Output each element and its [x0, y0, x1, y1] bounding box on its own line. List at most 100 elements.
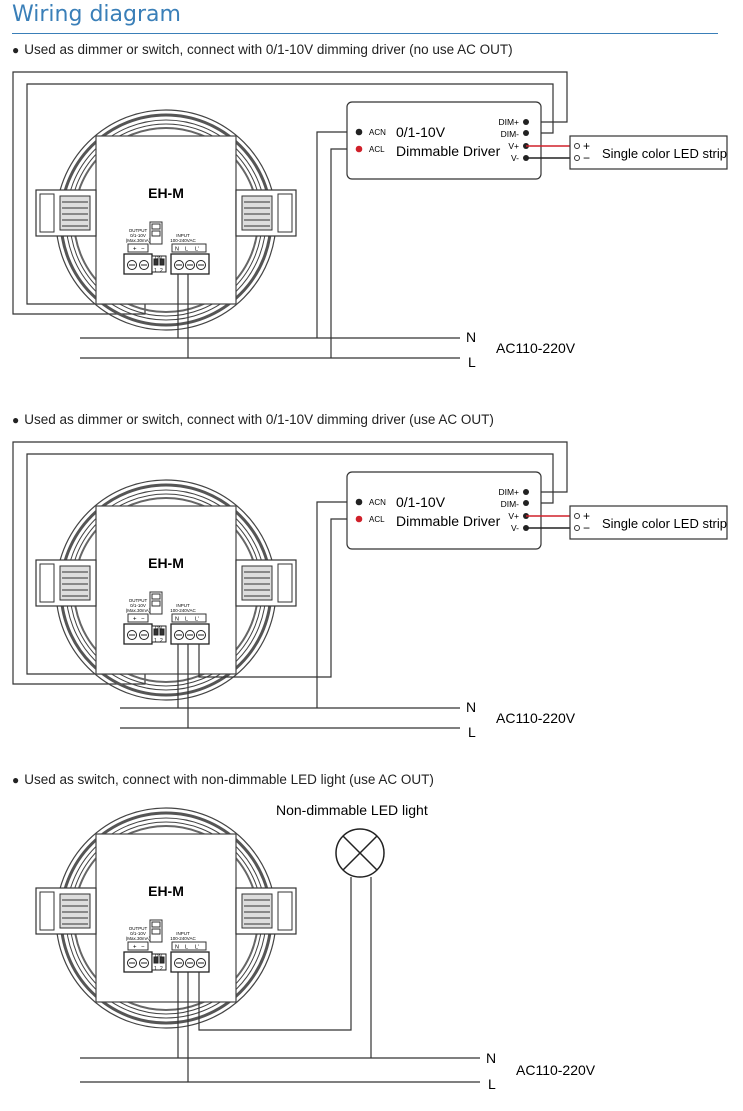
terminal-label-plus: + — [133, 617, 137, 623]
device-model: EH-M — [148, 555, 184, 571]
driver-v-plus: V+ — [508, 141, 519, 151]
terminal-label-minus: − — [141, 247, 145, 253]
terminal-label-n: N — [175, 247, 179, 253]
bullet-icon: ● — [12, 43, 20, 57]
dip-on-label: ON — [155, 255, 162, 260]
strip-label: Single color LED strip — [602, 516, 727, 531]
driver-acl: ACL — [369, 515, 385, 524]
wiring-diagram-2: EH-M OUTPUT 0/1-10V (Max.30mA) INPUT 100… — [12, 441, 728, 740]
driver-dim-plus: DIM+ — [498, 487, 519, 497]
output-spec: 0/1-10V — [130, 931, 146, 936]
page-title: Wiring diagram — [12, 2, 181, 27]
driver-box — [346, 101, 542, 180]
output-max: (Max.30mA) — [126, 238, 151, 243]
eh-m-device: EH-M OUTPUT 0/1-10V (Max.30mA) INPUT 100… — [35, 479, 297, 701]
bullet-icon: ● — [12, 773, 20, 787]
wiring-diagram-3: Non-dimmable LED light EH-M OUTPUT 0/1 — [35, 802, 596, 1092]
led-strip-box — [569, 505, 728, 540]
caption-text: Used as dimmer or switch, connect with 0… — [24, 412, 494, 427]
left-clip — [35, 887, 97, 935]
strip-plus: + — [583, 139, 590, 153]
dip-switch-block — [149, 221, 163, 245]
input-label: INPUT — [176, 931, 190, 936]
mains-voltage: AC110-220V — [496, 710, 576, 726]
dip-2: 2 — [160, 966, 163, 972]
input-spec: 100-240VAC — [170, 238, 196, 243]
mains-l-label: L — [468, 354, 476, 370]
terminal-blocks — [123, 623, 210, 645]
led-strip-box — [569, 135, 728, 170]
right-clip — [235, 887, 297, 935]
driver-line2: Dimmable Driver — [396, 143, 501, 159]
acl-terminal — [355, 145, 363, 153]
output-spec: 0/1-10V — [130, 233, 146, 238]
input-label: INPUT — [176, 603, 190, 608]
mains-l-label: L — [468, 724, 476, 740]
left-clip — [35, 559, 97, 607]
dip-switch-block — [149, 919, 163, 943]
mains-l-label: L — [488, 1076, 496, 1092]
output-label: OUTPUT — [129, 598, 148, 603]
device-model: EH-M — [148, 185, 184, 201]
terminal-label-lp: L' — [195, 247, 199, 253]
output-label: OUTPUT — [129, 228, 148, 233]
dip-1: 1 — [154, 638, 157, 644]
terminal-label-minus: − — [141, 617, 145, 623]
bullet-icon: ● — [12, 413, 20, 427]
mains-voltage: AC110-220V — [496, 340, 576, 356]
output-max: (Max.30mA) — [126, 608, 151, 613]
left-clip — [35, 189, 97, 237]
terminal-label-plus: + — [133, 247, 137, 253]
right-clip — [235, 189, 297, 237]
right-clip — [235, 559, 297, 607]
terminal-label-n: N — [175, 945, 179, 951]
terminal-labels — [127, 941, 207, 951]
terminal-label-lp: L' — [195, 617, 199, 623]
driver-acn: ACN — [369, 498, 386, 507]
terminal-label-plus: + — [133, 945, 137, 951]
dip-2: 2 — [160, 638, 163, 644]
terminal-label-l: L — [185, 617, 188, 623]
driver-line1: 0/1-10V — [396, 494, 446, 510]
mains-n-label: N — [486, 1050, 496, 1066]
lamp-icon — [335, 828, 385, 878]
terminal-label-l: L — [185, 247, 188, 253]
driver-v-plus: V+ — [508, 511, 519, 521]
mains-n-label: N — [466, 699, 476, 715]
driver-line1: 0/1-10V — [396, 124, 446, 140]
driver-dim-minus: DIM- — [501, 499, 520, 509]
driver-dim-plus: DIM+ — [498, 117, 519, 127]
output-spec: 0/1-10V — [130, 603, 146, 608]
dip-switch-block — [149, 591, 163, 615]
terminal-label-lp: L' — [195, 945, 199, 951]
dip-on-label: ON — [155, 625, 162, 630]
driver-line2: Dimmable Driver — [396, 513, 501, 529]
mains-voltage: AC110-220V — [516, 1062, 596, 1078]
wiring-diagram-1: EH-M OUTPUT 0/1-10V (Max.30mA) INPUT 100… — [12, 71, 728, 370]
section-2-caption: ● Used as dimmer or switch, connect with … — [12, 412, 494, 427]
acl-terminal — [355, 515, 363, 523]
dip-1: 1 — [154, 268, 157, 274]
driver-acn: ACN — [369, 128, 386, 137]
lamp-label: Non-dimmable LED light — [276, 802, 428, 818]
driver-v-minus: V- — [511, 523, 519, 533]
caption-text: Used as dimmer or switch, connect with 0… — [24, 42, 513, 57]
strip-label: Single color LED strip — [602, 146, 727, 161]
terminal-labels — [127, 613, 207, 623]
eh-m-device: EH-M OUTPUT 0/1-10V (Max.30mA) INPUT 100… — [35, 807, 297, 1029]
driver-acl: ACL — [369, 145, 385, 154]
device-body — [95, 833, 237, 1003]
driver-v-minus: V- — [511, 153, 519, 163]
terminal-blocks — [123, 253, 210, 275]
dip-on-label: ON — [155, 953, 162, 958]
terminal-label-minus: − — [141, 945, 145, 951]
section-1-caption: ● Used as dimmer or switch, connect with … — [12, 42, 513, 57]
eh-m-device: EH-M OUTPUT 0/1-10V (Max.30mA) INPUT 100… — [35, 109, 297, 331]
dip-2: 2 — [160, 268, 163, 274]
strip-minus: − — [583, 521, 590, 535]
output-label: OUTPUT — [129, 926, 148, 931]
terminal-blocks — [123, 951, 210, 973]
device-model: EH-M — [148, 883, 184, 899]
terminal-label-l: L — [185, 945, 188, 951]
strip-minus: − — [583, 151, 590, 165]
